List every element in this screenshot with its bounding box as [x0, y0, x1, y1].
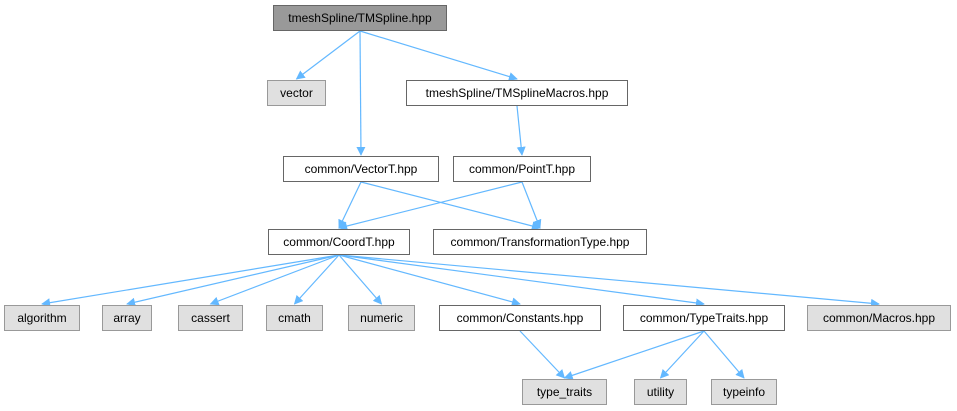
- node-vector: vector: [267, 80, 326, 106]
- edge-coordt-to-array: [126, 254, 340, 307]
- edge-coordt-to-macros_c: [338, 254, 880, 308]
- edge-root-to-macros_tm: [359, 30, 518, 81]
- edge-pointt-to-coordt: [338, 181, 523, 231]
- edge-vectort-to-transf: [360, 181, 541, 231]
- node-typeinfo: typeinfo: [711, 379, 777, 405]
- node-tmsplinemacros-hpp[interactable]: tmeshSpline/TMSplineMacros.hpp: [406, 80, 628, 106]
- node-cassert: cassert: [178, 305, 243, 331]
- node-numeric: numeric: [348, 305, 415, 331]
- edge-root-to-vectort: [356, 30, 366, 156]
- edge-vectort-to-coordt: [338, 181, 362, 229]
- edge-pointt-to-transf: [521, 181, 542, 229]
- node-algorithm: algorithm: [4, 305, 80, 331]
- node-transformationtype-hpp[interactable]: common/TransformationType.hpp: [433, 229, 647, 255]
- node-utility: utility: [634, 379, 687, 405]
- edge-coordt-to-constants: [338, 254, 521, 307]
- edge-macros_tm-to-pointt: [516, 105, 526, 156]
- edge-coordt-to-cmath: [293, 254, 340, 305]
- node-tmspline-hpp[interactable]: tmeshSpline/TMSpline.hpp: [273, 5, 447, 31]
- edge-coordt-to-numeric: [338, 254, 383, 305]
- edge-coordt-to-algorithm: [41, 254, 340, 308]
- node-macros-hpp: common/Macros.hpp: [807, 305, 951, 331]
- node-constants-hpp[interactable]: common/Constants.hpp: [439, 305, 601, 331]
- edge-typetraits_h-to-type_traits: [563, 330, 705, 380]
- node-type-traits: type_traits: [522, 379, 607, 405]
- edge-typetraits_h-to-typeinfo: [703, 330, 745, 379]
- node-vectort-hpp[interactable]: common/VectorT.hpp: [283, 156, 439, 182]
- node-pointt-hpp[interactable]: common/PointT.hpp: [453, 156, 591, 182]
- edge-coordt-to-cassert: [209, 254, 340, 306]
- node-cmath: cmath: [266, 305, 323, 331]
- edge-root-to-vector: [295, 30, 361, 80]
- node-coordt-hpp[interactable]: common/CoordT.hpp: [268, 229, 410, 255]
- node-array: array: [102, 305, 152, 331]
- edge-constants-to-type_traits: [519, 330, 566, 379]
- node-typetraits-hpp[interactable]: common/TypeTraits.hpp: [623, 305, 785, 331]
- edge-coordt-to-typetraits_h: [338, 254, 705, 308]
- edge-typetraits_h-to-utility: [659, 330, 705, 379]
